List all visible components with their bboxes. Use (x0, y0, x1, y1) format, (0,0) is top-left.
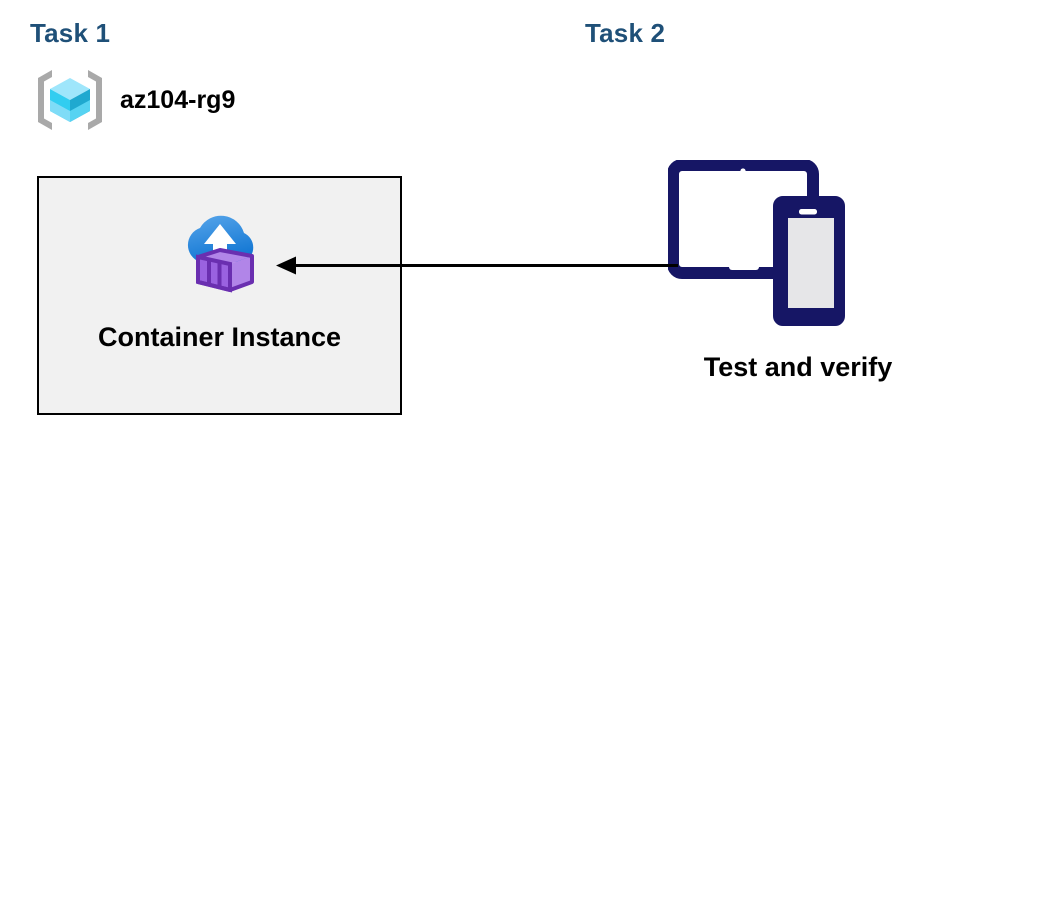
resource-group-row: az104-rg9 (32, 62, 235, 138)
resource-group-name: az104-rg9 (120, 85, 236, 114)
task-1-label: Task 1 (30, 18, 111, 48)
container-instance-icon (172, 178, 268, 296)
test-and-verify-label: Test and verify (703, 352, 893, 382)
task-2-panel (0, 458, 486, 916)
task-2-label: Task 2 (585, 18, 666, 48)
diagram-canvas: Task 1 az104-rg9 (30, 18, 893, 415)
container-instance-label: Container Instance (97, 322, 342, 352)
container-instance-box: Container Instance (37, 176, 402, 415)
resource-group-icon (32, 62, 108, 138)
